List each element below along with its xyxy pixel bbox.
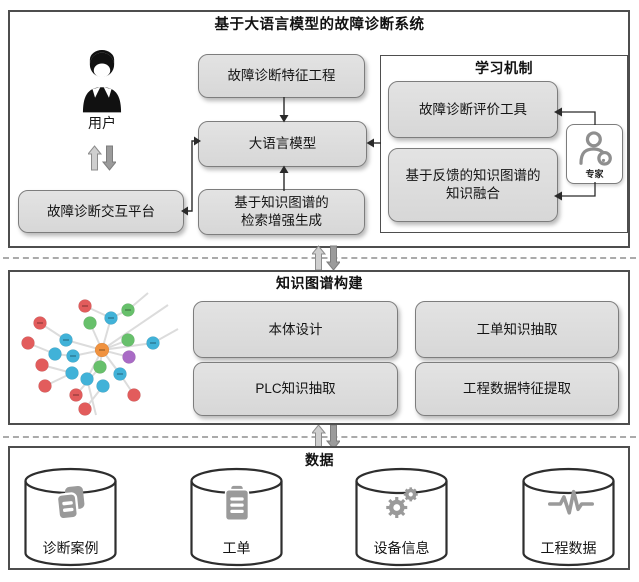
system-kg-updown-arrows-icon <box>312 245 340 271</box>
gears-icon <box>386 487 418 518</box>
datastore-diagnosis-cases: 诊断案例 <box>22 467 119 567</box>
datastore-work-orders: 工单 <box>188 467 285 567</box>
connector-platform-llm-bidirectional <box>181 136 201 216</box>
data-section-title: 数据 <box>305 452 334 468</box>
box-evaluation-tool: 故障诊断评价工具 <box>388 81 558 138</box>
knowledge-graph-image <box>21 292 179 416</box>
kg-section-title: 知识图谱构建 <box>276 275 363 291</box>
box-ontology-design: 本体设计 <box>193 301 398 358</box>
box-llm: 大语言模型 <box>198 121 367 167</box>
datastore-equipment-info: 设备信息 <box>353 467 450 567</box>
clipboard-icon <box>224 485 250 521</box>
arrow-expert-to-fusion <box>554 182 596 201</box>
user-platform-updown-arrows-icon <box>88 145 116 171</box>
documents-icon <box>55 485 85 521</box>
learning-mechanism-title: 学习机制 <box>475 60 533 76</box>
box-knowledge-fusion: 基于反馈的知识图谱的知识融合 <box>388 148 558 222</box>
box-diagnosis-platform: 故障诊断交互平台 <box>18 190 184 233</box>
user-label: 用户 <box>88 115 116 131</box>
database-cylinder <box>355 467 448 567</box>
arrow-rag-to-llm <box>279 165 289 191</box>
box-feature-engineering: 故障诊断特征工程 <box>198 54 365 98</box>
box-kg-rag: 基于知识图谱的检索增强生成 <box>198 189 365 235</box>
datastore-engineering-data: 工程数据 <box>520 467 617 567</box>
waveform-icon <box>548 489 594 515</box>
expert-label: 专家 <box>585 169 604 179</box>
box-engdata-feature: 工程数据特征提取 <box>415 362 619 416</box>
arrow-expert-to-evaluation <box>554 107 596 125</box>
box-plc-extraction: PLC知识抽取 <box>193 362 398 416</box>
arrow-feature-to-llm <box>279 97 289 123</box>
user-icon <box>82 50 122 113</box>
expert-card: 专家 <box>566 124 623 184</box>
database-cylinder <box>522 467 615 567</box>
top-section-title: 基于大语言模型的故障诊断系统 <box>214 17 425 33</box>
box-workorder-extraction: 工单知识抽取 <box>415 301 619 358</box>
arrow-learning-to-llm <box>366 138 381 148</box>
expert-icon <box>579 131 612 166</box>
